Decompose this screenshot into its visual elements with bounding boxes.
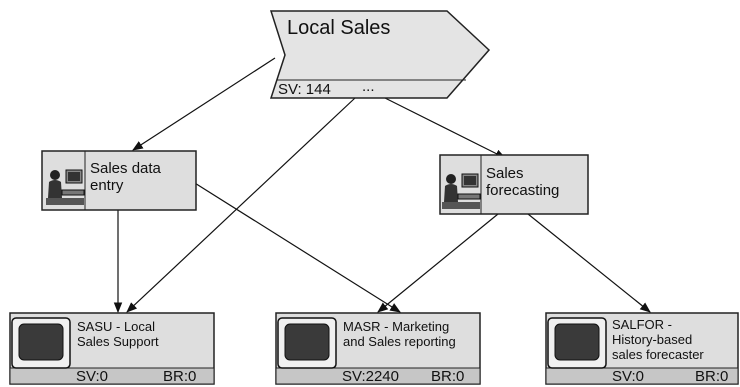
system-masr: [275, 312, 481, 385]
system-label: MASR - Marketing and Sales reporting: [343, 319, 456, 349]
system-label-line: and Sales reporting: [343, 334, 456, 349]
system-label-line: SASU - Local: [77, 319, 156, 334]
person-at-computer-icon: [442, 173, 481, 209]
edge-data-entry-to-masr: [189, 179, 401, 313]
system-sv: SV:0: [612, 368, 644, 385]
local-sales-title: Local Sales: [287, 17, 391, 39]
system-br: BR:0: [431, 368, 465, 385]
system-salfor: [545, 312, 739, 385]
system-label: SASU - Local Sales Support: [77, 319, 159, 349]
activity-sales-forecasting: [439, 154, 589, 215]
edge-local-to-data-entry: [132, 57, 276, 151]
activity-label-line: Sales data: [90, 160, 161, 177]
system-sasu: [9, 312, 215, 385]
system-label-line: History-based: [612, 332, 693, 347]
local-sales-ellipsis: ...: [362, 78, 375, 95]
activity-label-line: entry: [90, 177, 124, 194]
activity-label: Sales data entry: [90, 160, 161, 194]
system-sv: SV:0: [76, 368, 108, 385]
monitor-icon: [11, 317, 71, 369]
system-label-line: MASR - Marketing: [343, 319, 450, 334]
system-label: SALFOR - History-based sales forecaster: [612, 317, 704, 362]
system-br: BR:0: [695, 368, 729, 385]
activity-label-line: Sales: [486, 165, 524, 182]
activity-label-line: forecasting: [486, 182, 560, 199]
local-sales-sv: SV: 144: [278, 81, 331, 98]
person-at-computer-icon: [46, 169, 85, 205]
activity-sales-data-entry: [41, 150, 197, 211]
monitor-icon: [277, 317, 337, 369]
system-sv: SV:2240: [342, 368, 399, 385]
edge-forecasting-to-masr: [377, 213, 499, 313]
edge-local-to-sasu: [126, 97, 356, 313]
system-br: BR:0: [163, 368, 197, 385]
activity-label: Sales forecasting: [486, 165, 559, 199]
system-label-line: SALFOR -: [612, 317, 672, 332]
monitor-icon: [547, 317, 607, 369]
system-label-line: Sales Support: [77, 334, 159, 349]
edge-forecasting-to-salfor: [527, 213, 651, 313]
system-label-line: sales forecaster: [612, 347, 704, 362]
local-sales-node: [269, 10, 491, 99]
edge-local-to-forecasting: [384, 97, 506, 159]
